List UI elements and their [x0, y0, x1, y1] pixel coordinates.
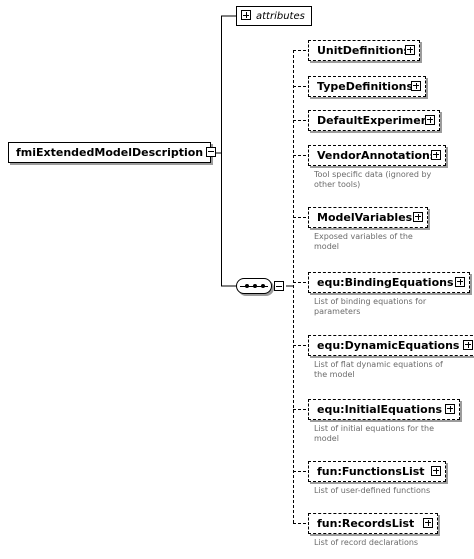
element-equ-initialequations[interactable]: equ:InitialEquations: [308, 399, 460, 420]
element-fun-recordslist[interactable]: fun:RecordsList: [308, 513, 438, 534]
expand-icon[interactable]: [405, 44, 415, 55]
element-defaultexperiment[interactable]: DefaultExperiment: [308, 110, 440, 131]
annotation-line: List of binding equations for: [314, 297, 427, 306]
element-label: UnitDefinitions: [317, 44, 411, 57]
expand-icon[interactable]: [445, 403, 455, 414]
sequence-collapse-icon[interactable]: [274, 281, 284, 291]
collapse-icon[interactable]: [206, 146, 216, 157]
element-label: equ:DynamicEquations: [317, 339, 460, 352]
annotation-line: Exposed variables of the: [314, 232, 413, 241]
expand-icon[interactable]: [425, 114, 435, 125]
annotation-line: List of initial equations for the: [314, 424, 435, 433]
element-fun-functionslist[interactable]: fun:FunctionsList: [308, 461, 446, 482]
element-typedefinitions[interactable]: TypeDefinitions: [308, 76, 426, 97]
element-label: fun:FunctionsList: [317, 465, 425, 478]
element-label: ModelVariables: [317, 211, 413, 224]
attributes-node[interactable]: attributes: [236, 6, 312, 26]
element-modelvariables[interactable]: ModelVariables: [308, 207, 428, 228]
element-unitdefinitions[interactable]: UnitDefinitions: [308, 40, 420, 61]
expand-icon[interactable]: [413, 211, 423, 222]
expand-icon[interactable]: [431, 149, 441, 160]
element-equ-bindingequations[interactable]: equ:BindingEquations: [308, 272, 470, 293]
sequence-dot: [253, 284, 257, 288]
annotation-line: List of flat dynamic equations of: [314, 360, 443, 369]
expand-icon[interactable]: [455, 276, 465, 287]
annotation-line: Tool specific data (ignored by: [314, 170, 432, 179]
expand-icon[interactable]: [431, 465, 441, 476]
element-annotation: List of record declarations: [314, 538, 418, 548]
element-vendorannotations[interactable]: VendorAnnotations: [308, 145, 446, 166]
expand-icon[interactable]: [411, 80, 421, 91]
sequence-dot: [245, 284, 249, 288]
annotation-line: List of record declarations: [314, 538, 419, 547]
annotation-line: model: [314, 434, 339, 443]
sequence-dot: [261, 284, 265, 288]
element-label: fun:RecordsList: [317, 517, 415, 530]
element-label: TypeDefinitions: [317, 80, 414, 93]
element-label: VendorAnnotations: [317, 149, 437, 162]
attributes-label: attributes: [256, 10, 305, 22]
annotation-line: other tools): [314, 180, 361, 189]
expand-icon[interactable]: [463, 339, 473, 350]
element-label: DefaultExperiment: [317, 114, 434, 127]
element-equ-dynamicequations[interactable]: equ:DynamicEquations: [308, 335, 474, 356]
annotation-line: model: [314, 242, 339, 251]
expand-icon[interactable]: [423, 517, 433, 528]
annotation-line: the model: [314, 370, 355, 379]
annotation-line: List of user-defined functions: [314, 486, 431, 495]
expand-icon[interactable]: [241, 10, 251, 20]
element-label: equ:InitialEquations: [317, 403, 443, 416]
element-annotation: List of user-defined functions: [314, 486, 430, 496]
annotation-line: parameters: [314, 307, 361, 316]
sequence-compositor[interactable]: [236, 278, 272, 294]
root-element-label: fmiExtendedModelDescription: [16, 146, 204, 159]
root-element-fmiExtendedModelDescription[interactable]: fmiExtendedModelDescription: [8, 142, 216, 163]
element-label: equ:BindingEquations: [317, 276, 454, 289]
